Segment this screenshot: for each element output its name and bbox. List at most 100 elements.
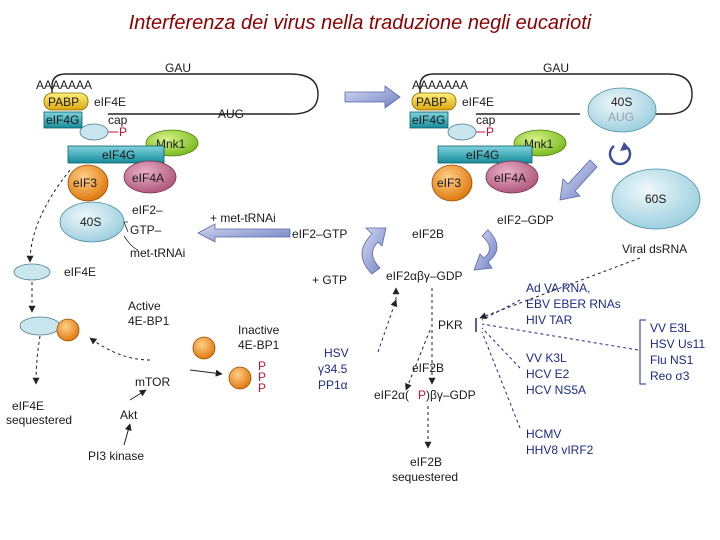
right-pabp-label: PABP <box>416 95 447 109</box>
sequestering-eif4e-shape <box>19 316 61 336</box>
right-pabp-shape <box>411 92 457 111</box>
eif2-cycle: + met-tRNAi eIF2–GTP eIF2B + GTP eIF2αβγ… <box>197 211 498 484</box>
right-eif3-label: eIF3 <box>437 176 461 190</box>
left-eif4e-shape <box>79 123 109 141</box>
left-eif4g-shape <box>43 111 83 129</box>
left-mrna-loop <box>51 73 319 115</box>
left-40s-label: 40S <box>80 215 101 229</box>
right-cap-label: cap <box>476 113 496 127</box>
protein-inhibitor-group: VV E3L HSV Us11 Flu NS1 Reo σ3 <box>639 319 705 385</box>
left-eif3-label: eIF3 <box>73 176 97 190</box>
akt-label: Akt <box>120 408 138 422</box>
left-gtp-label: GTP– <box>130 223 162 237</box>
eif4e-seq-1-label: eIF4E <box>12 399 44 413</box>
left-phospho-label: P <box>119 125 127 139</box>
right-phospho-label: P <box>486 125 494 139</box>
left-pabp-label: PABP <box>48 95 79 109</box>
active-bp1-label: 4E-BP1 <box>128 314 170 328</box>
hsv-2-label: γ34.5 <box>318 362 348 376</box>
right-eif4a-shape <box>485 160 539 194</box>
gtp-exchange-arrow <box>361 227 387 275</box>
right-60s-label: 60S <box>645 192 666 206</box>
release-arrow <box>559 159 598 201</box>
hcmv-group-0: HCMV <box>526 427 561 441</box>
mtor-label: mTOR <box>135 375 170 389</box>
eif2abg-label: eIF2αβγ–GDP <box>386 269 463 283</box>
right-eif4e-label: eIF4E <box>462 95 494 109</box>
rna-inhibitor-group: Ad VA RNA, EBV EBER RNAs HIV TAR <box>526 281 621 327</box>
hsv-3-label: PP1α <box>318 378 348 392</box>
k3l-group-2: HCV NS5A <box>526 383 586 397</box>
left-cap-label: cap <box>108 113 128 127</box>
right-eif4g2-shape <box>437 145 533 164</box>
hsv-1-label: HSV <box>324 346 349 360</box>
inactive-label: Inactive <box>238 323 280 337</box>
right-group-2: Flu NS1 <box>650 353 694 367</box>
left-mrna-complex: GAU AAAAAAA AUG PABP eIF4E eIF4G cap P M… <box>36 61 319 260</box>
right-aug-label: AUG <box>608 110 634 124</box>
k3l-group-1: HCV E2 <box>526 367 570 381</box>
phospho-1-label: P <box>258 359 266 373</box>
left-eif3-shape <box>67 164 109 202</box>
rna-group-0: Ad VA RNA, <box>526 281 590 295</box>
eif2b-top-label: eIF2B <box>412 227 444 241</box>
eif2p-b-label: )βγ–GDP <box>426 388 476 402</box>
left-eif4g2-label: eIF4G <box>102 148 135 162</box>
progress-arrow <box>344 85 401 109</box>
left-eif2-label: eIF2– <box>132 203 163 217</box>
right-60s-shape <box>611 168 701 230</box>
left-eif4a-shape <box>123 160 177 194</box>
gdp-exchange-arrow <box>473 229 498 271</box>
right-eif4g2-label: eIF4G <box>466 148 499 162</box>
right-eif4a-label: eIF4A <box>494 171 526 185</box>
active-bp1-shape <box>56 318 80 342</box>
right-mrna-complex: GAU AAAAAAA PABP eIF4E eIF4G cap P 40S A… <box>409 61 701 230</box>
left-gau-label: GAU <box>165 61 191 75</box>
left-pabp-shape <box>43 92 89 111</box>
eif2gtp-arrow <box>197 223 291 243</box>
right-eif4g-label: eIF4G <box>412 113 445 127</box>
free-eif4e-shape <box>13 263 51 281</box>
viral-regulators: HSV γ34.5 PP1α Viral dsRNA PKR Ad VA RNA… <box>318 242 705 457</box>
eif2b-sequestered-label: sequestered <box>392 470 458 484</box>
right-eif3-shape <box>431 164 473 202</box>
right-eif4g-shape <box>409 111 449 129</box>
left-mettrna-label: met-tRNAi <box>130 246 185 260</box>
right-group-0: VV E3L <box>650 321 691 335</box>
eif2b-bottom-label: eIF2B <box>410 455 442 469</box>
inactive-bp1-b-shape <box>228 366 252 390</box>
eif2p-a-label: eIF2α( <box>374 388 409 402</box>
hcmv-inhibitor-group: HCMV HHV8 vIRF2 <box>526 427 594 457</box>
hcmv-group-1: HHV8 vIRF2 <box>526 443 594 457</box>
left-polya-label: AAAAAAA <box>36 78 92 92</box>
right-gau-label: GAU <box>543 61 569 75</box>
page-title: Interferenza dei virus nella traduzione … <box>128 12 592 34</box>
right-eif2gdp-label: eIF2–GDP <box>497 213 554 227</box>
inactive-bp1-a-shape <box>192 336 216 360</box>
inactive-bp1-label: 4E-BP1 <box>238 338 280 352</box>
free-eif4e-label: eIF4E <box>64 265 96 279</box>
eif2gtp-label: eIF2–GTP <box>292 227 347 241</box>
rna-group-1: EBV EBER RNAs <box>526 297 621 311</box>
recycle-icon <box>608 145 632 166</box>
right-group-3: Reo σ3 <box>650 369 690 383</box>
pkr-label: PKR <box>438 318 463 332</box>
plus-met-label: + met-tRNAi <box>210 211 276 225</box>
k3l-inhibitor-group: VV K3L HCV E2 HCV NS5A <box>526 351 586 397</box>
phospho-2-label: P <box>258 370 266 384</box>
viral-dsrna-label: Viral dsRNA <box>622 242 687 256</box>
plus-gtp-label: + GTP <box>312 273 347 287</box>
right-group-1: HSV Us11 <box>650 337 705 351</box>
right-eif4e-shape <box>447 123 477 141</box>
right-mrna-loop <box>419 73 693 115</box>
k3l-group-0: VV K3L <box>526 351 567 365</box>
left-aug-label: AUG <box>218 107 244 121</box>
left-eif4e-label: eIF4E <box>94 95 126 109</box>
phospho-3-label: P <box>258 381 266 395</box>
pi3k-label: PI3 kinase <box>88 449 144 463</box>
rna-group-2: HIV TAR <box>526 313 573 327</box>
eif4e-seq-2-label: sequestered <box>6 413 72 427</box>
right-40s-shape <box>587 87 657 133</box>
left-pathway: eIF4E Active 4E-BP1 Inactive 4E-BP1 P P … <box>6 169 280 463</box>
left-eif4a-label: eIF4A <box>132 171 164 185</box>
